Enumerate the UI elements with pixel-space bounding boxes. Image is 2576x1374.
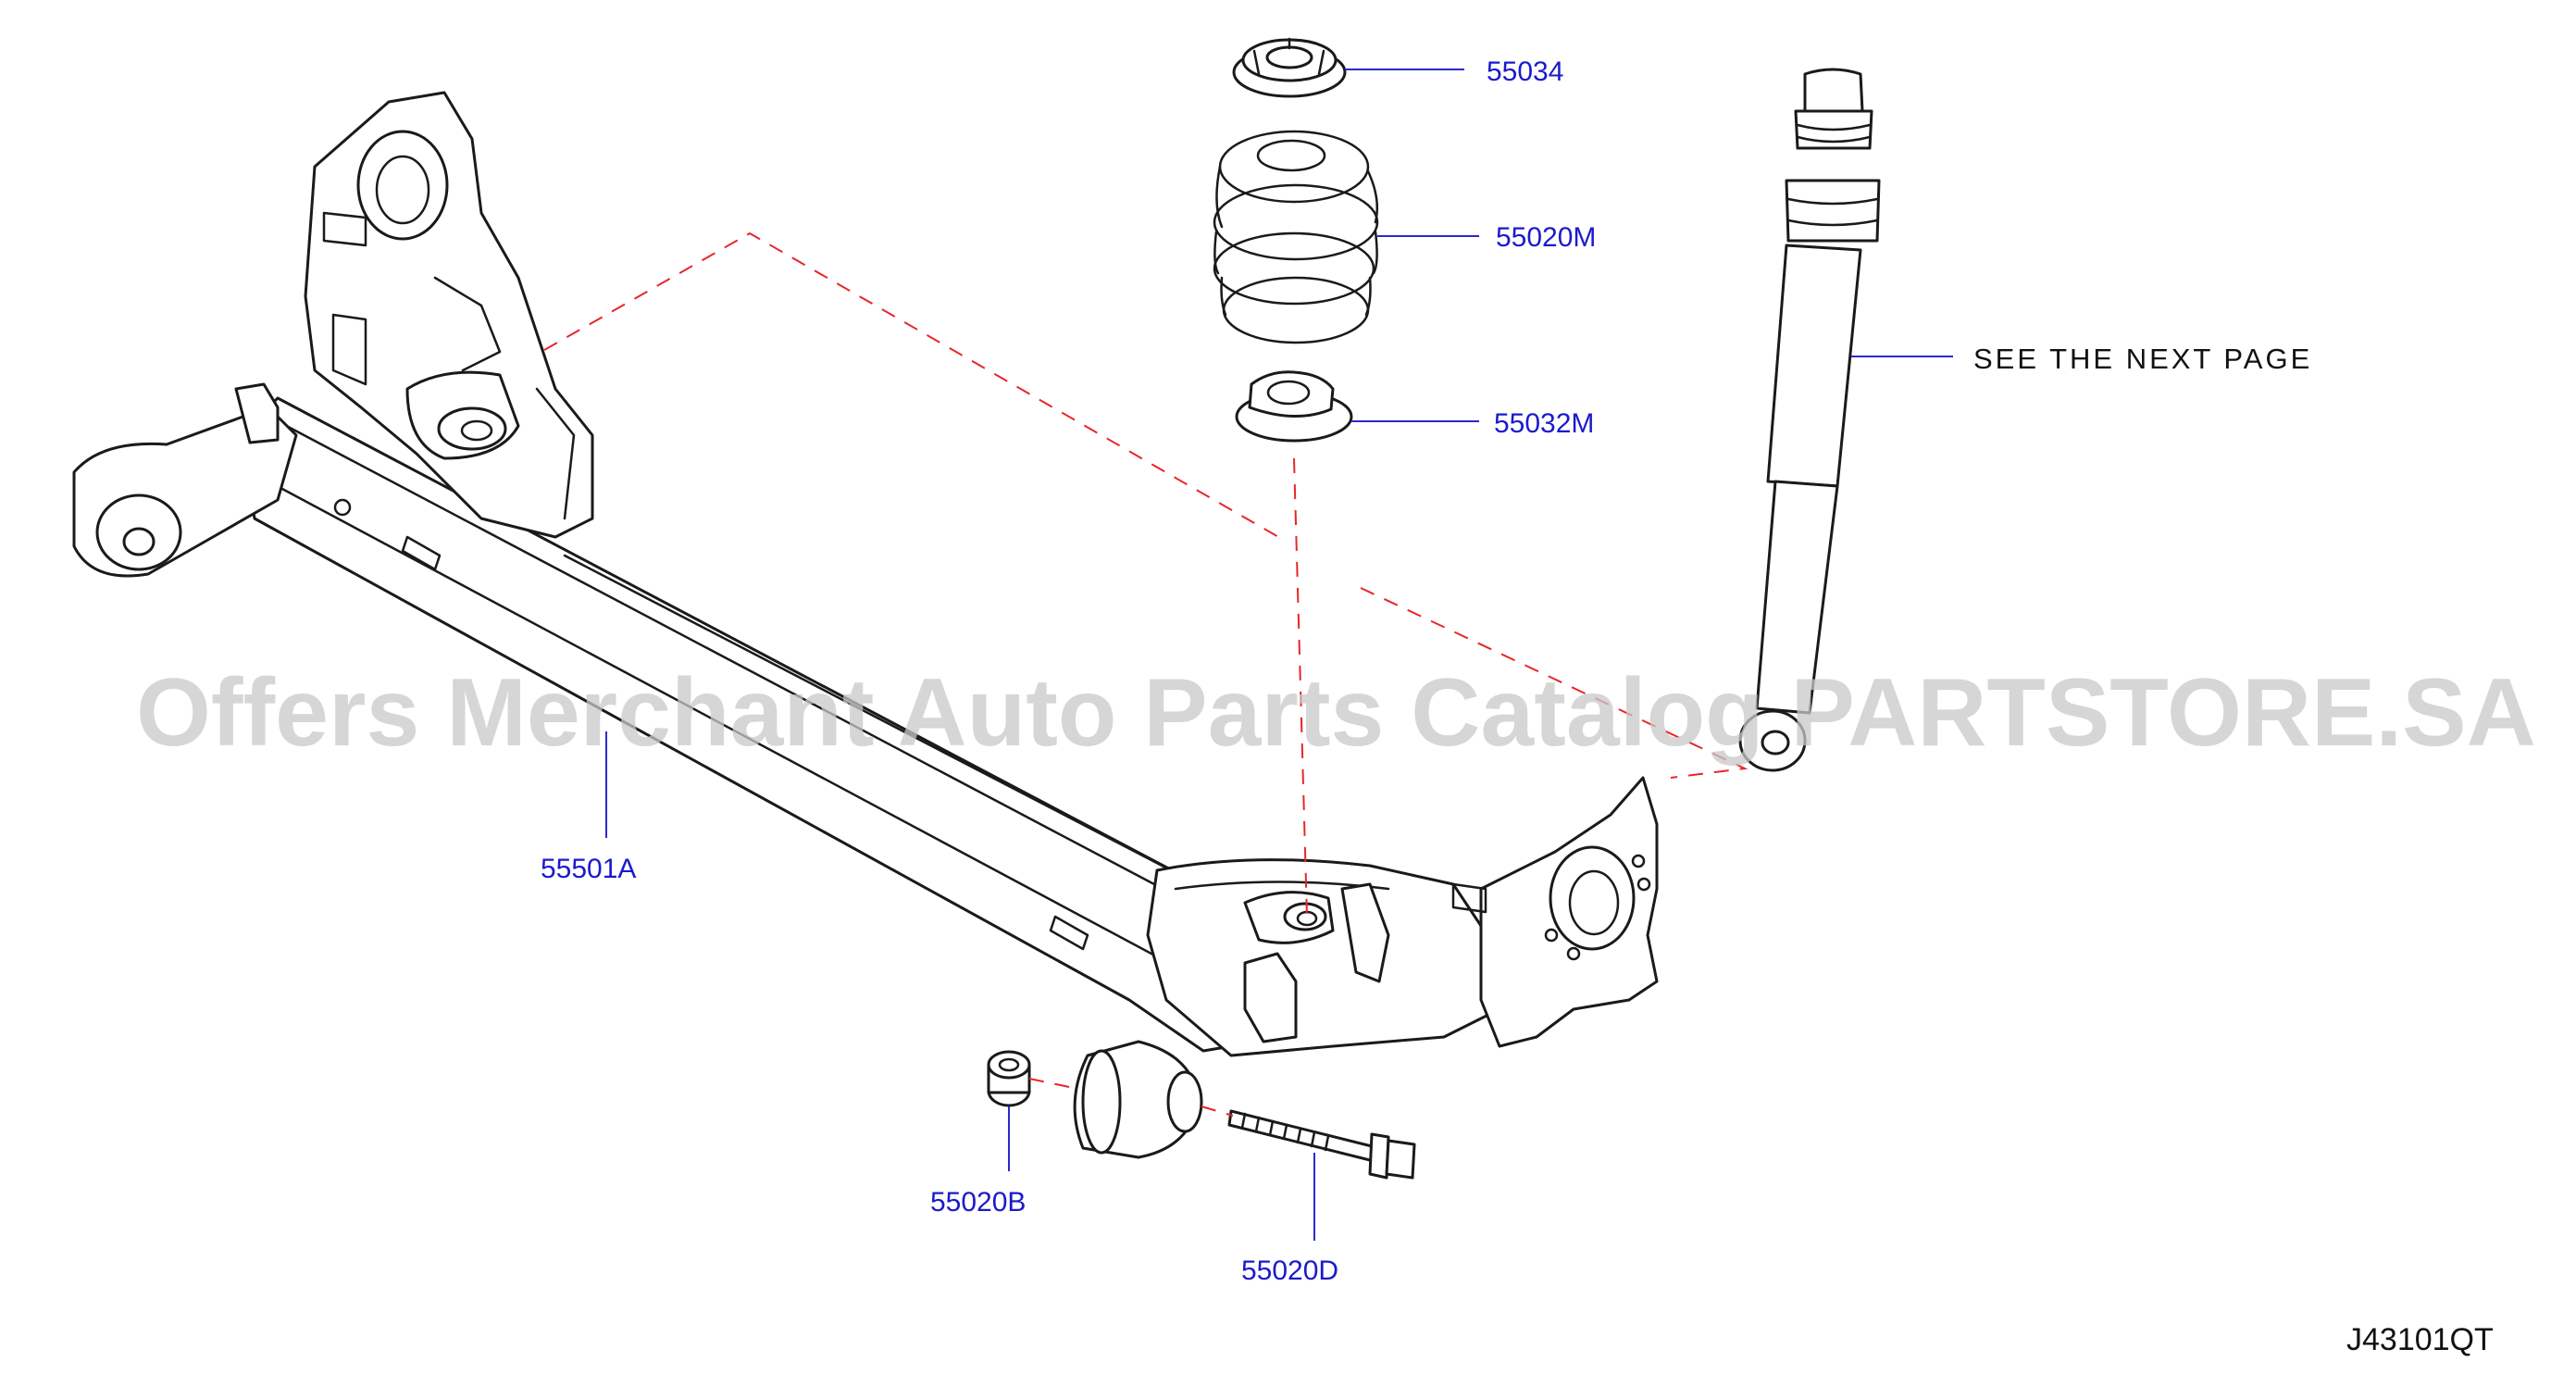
assembly-lines [543,231,1748,1117]
label-55020B[interactable]: 55020B [930,1187,1026,1218]
bolt-drawing [1227,1109,1416,1180]
label-55034[interactable]: 55034 [1487,56,1563,87]
leader-lines [605,69,1953,1241]
label-55020D[interactable]: 55020D [1241,1255,1338,1286]
watermark-text: Offers Merchant Auto Parts Catalog PARTS… [136,659,2536,767]
flange-nut-drawing [987,1050,1031,1107]
rear-axle-beam-drawing [72,91,1659,1159]
see-next-page-note[interactable]: SEE THE NEXT PAGE [1973,343,2312,375]
upper-spring-seat-drawing [1232,37,1347,98]
shock-absorber-drawing [1738,68,1881,772]
label-55501A[interactable]: 55501A [541,854,636,884]
coil-spring-drawing [1213,130,1379,344]
label-55020M[interactable]: 55020M [1496,222,1596,253]
label-55032M[interactable]: 55032M [1494,408,1594,439]
lower-spring-seat-drawing [1235,370,1353,443]
diagram-code: J43101QT [2346,1322,2494,1357]
